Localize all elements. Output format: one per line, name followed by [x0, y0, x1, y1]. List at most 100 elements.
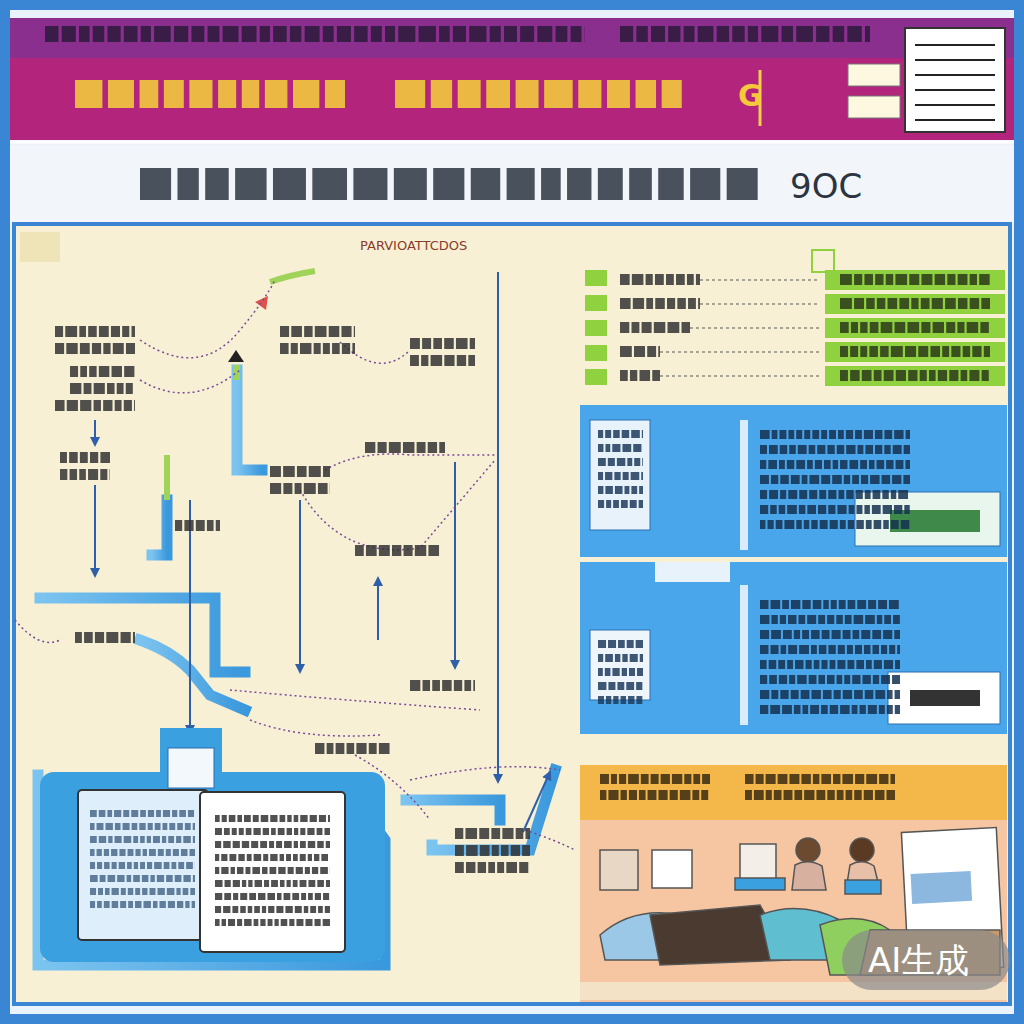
glyph-stroke	[823, 690, 832, 699]
glyph-stroke	[771, 690, 778, 699]
glyph-stroke	[329, 483, 330, 494]
glyph-stroke	[251, 841, 258, 848]
glyph-stroke	[277, 893, 282, 900]
glyph-stroke	[820, 520, 828, 529]
glyph-stroke	[189, 80, 212, 108]
glyph-stroke	[865, 490, 871, 499]
glyph-stroke	[613, 430, 620, 438]
glyph-stroke	[158, 849, 164, 856]
glyph-stroke	[293, 854, 298, 861]
glyph-stroke	[821, 430, 827, 439]
glyph-stroke	[296, 867, 303, 874]
glyph-stroke	[608, 458, 615, 466]
glyph-stroke	[851, 322, 858, 333]
glyph-stroke	[100, 452, 110, 463]
glyph-stroke	[896, 370, 906, 381]
glyph-stroke	[242, 80, 259, 108]
glyph-stroke	[323, 26, 334, 42]
glyph-stroke	[727, 168, 758, 200]
glyph-stroke	[642, 430, 643, 438]
glyph-stroke	[119, 862, 125, 869]
glyph-stroke	[248, 880, 252, 887]
glyph-stroke	[415, 545, 426, 556]
glyph-stroke	[770, 505, 777, 514]
glyph-stroke	[254, 919, 259, 926]
glyph-stroke	[100, 469, 107, 480]
glyph-stroke	[537, 26, 552, 42]
glyph-stroke	[877, 298, 885, 309]
glyph-stroke	[806, 660, 812, 669]
glyph-stroke	[784, 520, 794, 529]
glyph-stroke	[112, 888, 119, 895]
glyph-stroke	[608, 640, 616, 648]
glyph-stroke	[239, 828, 244, 835]
glyph-stroke	[280, 854, 284, 861]
glyph-stroke	[811, 520, 817, 529]
glyph-stroke	[237, 815, 242, 822]
glyph-stroke	[819, 490, 826, 499]
glyph-stroke	[312, 867, 318, 874]
glyph-stroke	[893, 615, 900, 624]
glyph-stroke	[864, 505, 869, 514]
glyph-stroke	[314, 919, 320, 926]
glyph-stroke	[840, 705, 850, 714]
glyph-stroke	[232, 828, 237, 835]
glyph-stroke	[60, 452, 67, 463]
glyph-stroke	[166, 875, 173, 882]
glyph-stroke	[935, 274, 945, 285]
glyph-stroke	[433, 338, 442, 349]
glyph-stroke	[584, 26, 585, 42]
glyph-stroke	[268, 919, 273, 926]
glyph-stroke	[176, 836, 181, 843]
glyph-stroke	[836, 615, 843, 624]
glyph-stroke	[636, 26, 647, 42]
glyph-stroke	[105, 823, 112, 830]
glyph-stroke	[45, 26, 59, 42]
glyph-stroke	[389, 442, 401, 453]
glyph-stroke	[270, 466, 281, 477]
glyph-stroke	[142, 875, 149, 882]
glyph-stroke	[276, 841, 282, 848]
glyph-stroke	[598, 486, 603, 494]
glyph-stroke	[677, 298, 685, 309]
glyph-stroke	[300, 828, 305, 835]
glyph-stroke	[80, 366, 87, 377]
glyph-stroke	[598, 472, 603, 480]
glyph-stroke	[342, 343, 350, 354]
glyph-stroke	[979, 274, 989, 285]
glyph-stroke	[884, 445, 890, 454]
glyph-stroke	[847, 645, 853, 654]
glyph-stroke	[347, 743, 355, 754]
glyph-stroke	[701, 790, 708, 800]
glyph-stroke	[866, 660, 872, 669]
glyph-stroke	[970, 274, 977, 285]
glyph-stroke	[688, 298, 696, 309]
glyph-stroke	[410, 355, 419, 366]
glyph-stroke	[168, 901, 175, 908]
glyph-stroke	[690, 168, 720, 200]
glyph-stroke	[789, 774, 799, 784]
glyph-stroke	[607, 80, 630, 108]
glyph-stroke	[828, 645, 835, 654]
glyph-stroke	[188, 810, 194, 817]
glyph-stroke	[458, 80, 481, 108]
glyph-stroke	[791, 690, 799, 699]
glyph-stroke	[215, 815, 220, 822]
glyph-stroke	[784, 790, 793, 800]
glyph-stroke	[894, 630, 900, 639]
glyph-stroke	[55, 326, 63, 337]
glyph-stroke	[107, 810, 112, 817]
glyph-stroke	[620, 298, 631, 309]
glyph-stroke	[193, 823, 195, 830]
glyph-stroke	[455, 828, 463, 839]
glyph-stroke	[468, 355, 475, 366]
glyph-stroke	[658, 790, 667, 800]
glyph-stroke	[812, 430, 819, 439]
glyph-stroke	[84, 383, 92, 394]
glyph-stroke	[833, 26, 844, 42]
glyph-stroke	[760, 630, 769, 639]
glyph-stroke	[811, 690, 820, 699]
glyph-stroke	[899, 298, 909, 309]
glyph-stroke	[94, 400, 101, 411]
glyph-stroke	[394, 168, 427, 200]
